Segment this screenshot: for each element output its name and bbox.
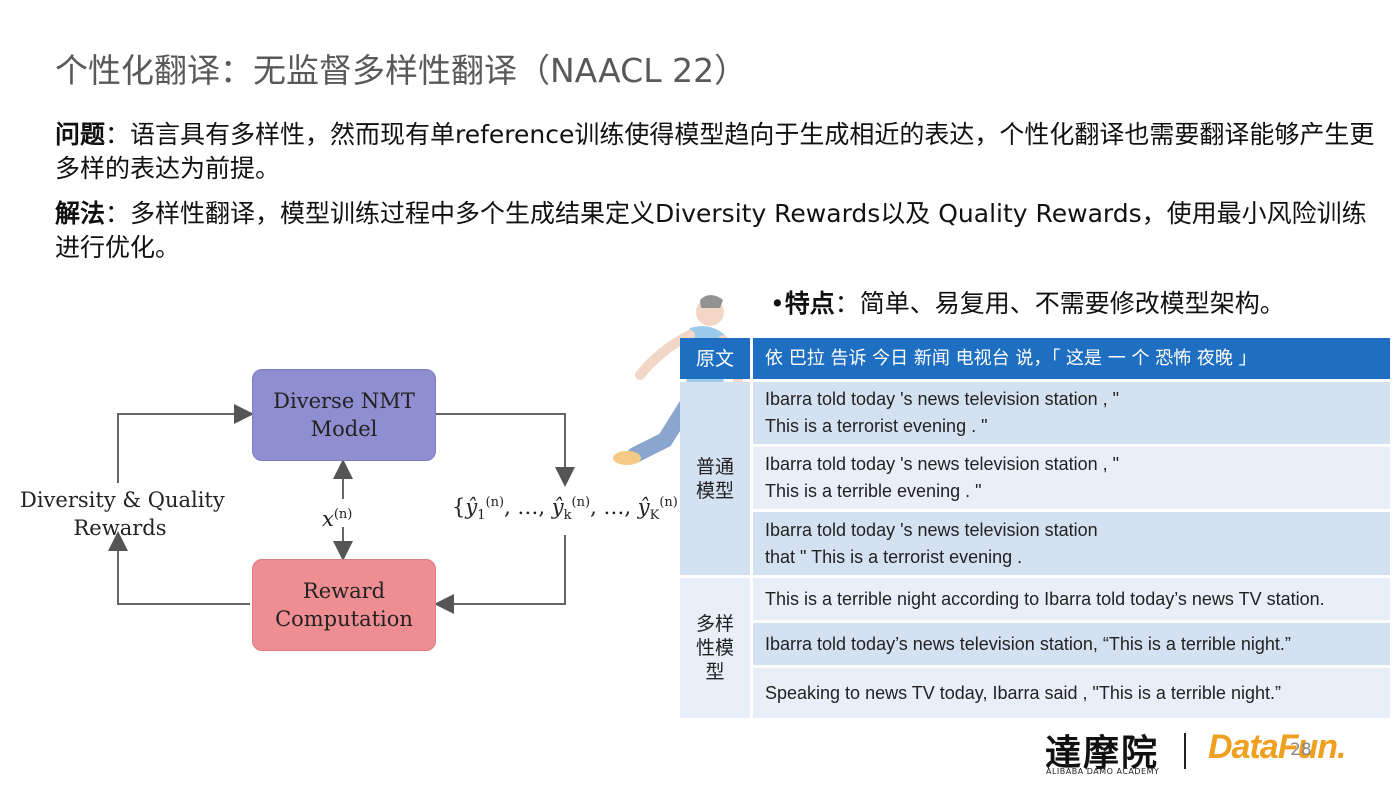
diverse-nmt-model-box: Diverse NMT Model [252, 369, 436, 461]
y-sub-k: k [563, 508, 572, 524]
nmt-line2: Model [310, 417, 378, 441]
group1-line1: 普通 [695, 455, 734, 478]
dq-line1: Diversity & Quality [20, 488, 225, 512]
problem-label: 问题 [55, 120, 106, 149]
header-cell-source: 原文 [680, 338, 750, 379]
row-text: This is a terrorist evening . " [765, 416, 988, 436]
table-row: Ibarra told today’s news television stat… [753, 623, 1390, 665]
x-superscript: (n) [333, 507, 353, 522]
header-cell-source-text: 依 巴拉 告诉 今日 新闻 电视台 说，「 这是 一 个 恐怖 夜晚 」 [753, 338, 1390, 379]
y-hat-K: ŷ [637, 495, 650, 519]
page-number: 28 [1290, 740, 1312, 760]
y-outputs-label: {ŷ1(n), …, ŷk(n), …, ŷK(n)} [452, 489, 691, 530]
table-row: Ibarra told today 's news television sta… [753, 447, 1390, 509]
y-sub-1: 1 [477, 508, 486, 524]
damo-logo: 達摩院 [1045, 732, 1160, 774]
logo-separator [1184, 733, 1186, 769]
sep-2: , …, [590, 495, 638, 519]
y-sup-K: (n) [659, 495, 678, 510]
x-symbol: x [322, 507, 334, 531]
damo-logo-subtitle: ALIBABA DAMO ACADEMY [1046, 767, 1160, 776]
solution-text: ：多样性翻译，模型训练过程中多个生成结果定义Diversity Rewards以… [55, 199, 1367, 262]
row-text: Ibarra told today’s news television stat… [765, 633, 1291, 654]
bullet: • [770, 289, 785, 318]
sep-1: , …, [504, 495, 552, 519]
dq-line2: Rewards [73, 516, 167, 540]
row-text: This is a terrible evening . " [765, 481, 982, 501]
row-text: that " This is a terrorist evening . [765, 546, 1023, 567]
y-sup-1: (n) [485, 495, 505, 510]
y-hat-k: ŷ [551, 495, 564, 519]
diversity-quality-label: Diversity & Quality Rewards [20, 486, 225, 542]
x-input-label: x(n) [322, 501, 352, 533]
row-text: Ibarra told today 's news television sta… [765, 519, 1098, 540]
group2-line3: 型 [705, 661, 725, 683]
group-label-normal-model: 普通模型 [680, 382, 750, 575]
feature-text: ：简单、易复用、不需要修改模型架构。 [834, 289, 1285, 318]
y-hat-1: ŷ [465, 495, 478, 519]
row-text: Ibarra told today 's news television sta… [765, 389, 1120, 409]
group1-line2: 模型 [695, 479, 734, 502]
reward-line1: Reward [302, 579, 386, 603]
group2-line1: 多样 [695, 613, 734, 635]
diagram-arrows [108, 404, 575, 614]
group-label-diverse-model: 多样性模型 [680, 578, 750, 718]
group2-line2: 性模 [695, 637, 734, 659]
solution-paragraph: 解法：多样性翻译，模型训练过程中多个生成结果定义Diversity Reward… [55, 197, 1385, 265]
table-row: Speaking to news TV today, Ibarra said ,… [753, 668, 1390, 718]
y-sub-K: K [649, 508, 660, 524]
row-text: Ibarra told today 's news television sta… [765, 454, 1120, 474]
brace-open: { [452, 495, 466, 519]
feature-line: •特点：简单、易复用、不需要修改模型架构。 [770, 284, 1285, 320]
feature-label: 特点 [784, 289, 835, 318]
nmt-line1: Diverse NMT [273, 389, 415, 413]
y-sup-k: (n) [571, 495, 591, 510]
table-row: This is a terrible night according to Ib… [753, 578, 1390, 620]
table-row: Ibarra told today 's news television sta… [753, 512, 1390, 575]
datafun-logo: DataFun. [1208, 728, 1346, 766]
reward-line2: Computation [275, 607, 413, 631]
solution-label: 解法 [55, 199, 106, 228]
row-text: Speaking to news TV today, Ibarra said ,… [765, 682, 1281, 703]
table-row: Ibarra told today 's news television sta… [753, 382, 1390, 444]
problem-text: ：语言具有多样性，然而现有单reference训练使得模型趋向于生成相近的表达，… [55, 120, 1375, 183]
row-text: This is a terrible night according to Ib… [765, 588, 1325, 609]
problem-paragraph: 问题：语言具有多样性，然而现有单reference训练使得模型趋向于生成相近的表… [55, 118, 1385, 186]
slide-title: 个性化翻译：无监督多样性翻译（NAACL 22） [55, 51, 748, 90]
